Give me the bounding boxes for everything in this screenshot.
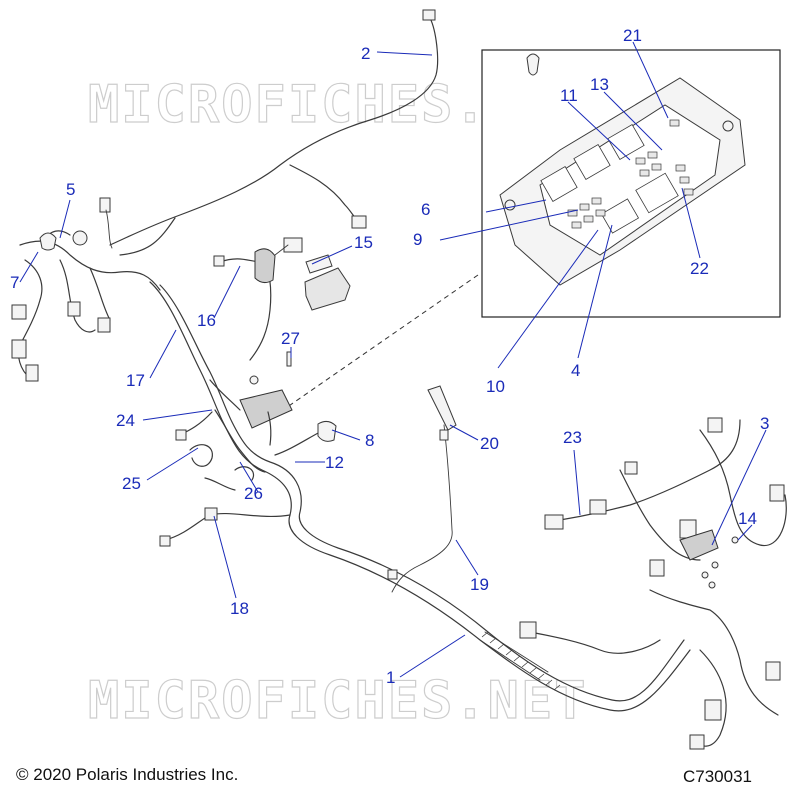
callout-14: 14 xyxy=(738,509,757,528)
harness-left-cluster xyxy=(11,230,161,382)
callout-4: 4 xyxy=(571,361,580,380)
callout-11: 11 xyxy=(560,86,578,105)
callout-10: 10 xyxy=(486,377,505,396)
watermark-bottom: MICROFICHES.NET xyxy=(88,671,588,731)
callout-16: 16 xyxy=(197,311,216,330)
copyright-text: © 2020 Polaris Industries Inc. xyxy=(16,765,239,784)
harness-2 xyxy=(99,9,439,256)
callout-17: 17 xyxy=(126,371,145,390)
leader-lines xyxy=(19,51,767,678)
fuse-module xyxy=(209,351,293,473)
harness-right-cluster xyxy=(519,417,787,750)
harness-19-20 xyxy=(387,385,457,593)
callout-24: 24 xyxy=(116,411,135,430)
callout-2: 2 xyxy=(361,44,370,63)
callout-5: 5 xyxy=(66,180,75,199)
callout-23: 23 xyxy=(563,428,582,447)
callout-6: 6 xyxy=(421,200,430,219)
callout-25: 25 xyxy=(122,474,141,493)
callout-22: 22 xyxy=(690,259,709,278)
callout-9: 9 xyxy=(413,230,422,249)
callout-8: 8 xyxy=(365,431,374,450)
callout-7: 7 xyxy=(10,273,19,292)
fuse-box-inset xyxy=(439,41,781,369)
harness-8-12 xyxy=(267,411,337,456)
callout-18: 18 xyxy=(230,599,249,618)
diagram-code: C730031 xyxy=(682,767,752,786)
part-15 xyxy=(304,254,351,311)
callout-26: 26 xyxy=(244,484,263,503)
callout-3: 3 xyxy=(760,414,769,433)
callout-labels: 1 2 3 4 5 6 7 8 9 10 11 12 13 14 15 16 1… xyxy=(10,26,769,687)
callout-13: 13 xyxy=(590,75,609,94)
callout-21: 21 xyxy=(623,26,642,45)
callout-12: 12 xyxy=(325,453,344,472)
callout-20: 20 xyxy=(480,434,499,453)
harness-main-trunk xyxy=(149,281,691,712)
callout-15: 15 xyxy=(354,233,373,252)
callout-19: 19 xyxy=(470,575,489,594)
callout-27: 27 xyxy=(281,329,300,348)
harness-lower-left xyxy=(159,411,291,547)
callout-1: 1 xyxy=(386,668,395,687)
harness-16 xyxy=(213,237,303,361)
inset-link-line xyxy=(282,274,479,411)
